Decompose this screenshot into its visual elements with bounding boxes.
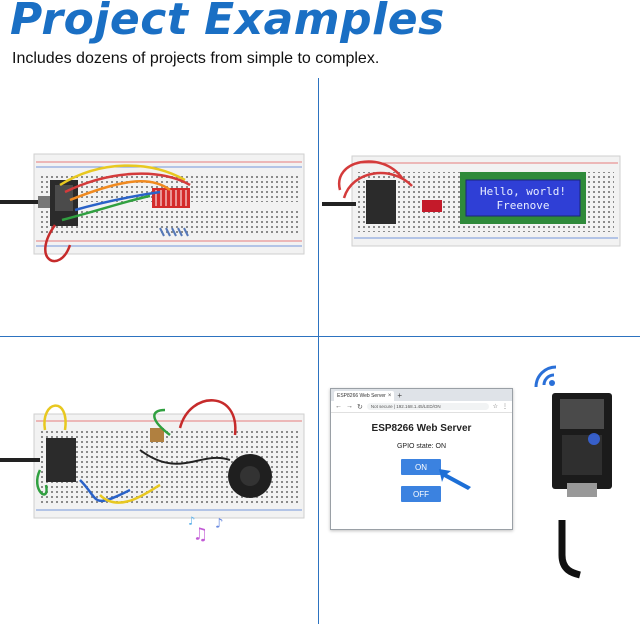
svg-text:♫: ♫ (195, 524, 206, 545)
pointer-arrow-icon (439, 469, 471, 490)
browser-window: ESP8266 Web Server × + ← → ↻ Not secure … (330, 388, 513, 530)
server-heading: ESP8266 Web Server (371, 423, 472, 434)
project-web-server-photo (322, 355, 640, 580)
lcd-line-1: Hello, world! (480, 185, 566, 198)
page-title: Project Examples (10, 0, 445, 45)
tab-title: ESP8266 Web Server (337, 393, 386, 399)
browser-tab[interactable]: ESP8266 Web Server × (334, 391, 395, 401)
reload-icon[interactable]: ↻ (357, 403, 363, 411)
off-button[interactable]: OFF (401, 486, 441, 502)
horizontal-divider (0, 336, 640, 337)
vertical-divider (318, 78, 319, 624)
lcd-line-2: Freenove (497, 199, 550, 212)
address-bar[interactable]: Not secure | 192.168.1.45/LED/ON (366, 403, 489, 410)
svg-text:♪: ♪ (215, 516, 223, 532)
project-lcd-display-photo: Hello, world! Freenove (322, 150, 640, 250)
close-icon[interactable]: × (387, 393, 392, 399)
forward-icon[interactable]: → (346, 403, 353, 410)
menu-icon[interactable]: ⋮ (502, 404, 508, 410)
gpio-state-text: GPIO state: ON (396, 443, 446, 450)
new-tab-icon[interactable]: + (397, 390, 403, 400)
browser-toolbar: ← → ↻ Not secure | 192.168.1.45/LED/ON ☆… (331, 401, 512, 413)
project-buzzer-photo: ♫ ♪ ♪ (0, 390, 316, 560)
browser-tab-bar: ESP8266 Web Server × + (331, 389, 512, 401)
page-subtitle: Includes dozens of projects from simple … (12, 50, 380, 67)
project-led-bar-graph-photo (0, 140, 316, 280)
star-icon[interactable]: ☆ (492, 404, 498, 410)
back-icon[interactable]: ← (335, 403, 342, 410)
on-button[interactable]: ON (401, 459, 441, 475)
svg-text:♪: ♪ (188, 514, 195, 528)
